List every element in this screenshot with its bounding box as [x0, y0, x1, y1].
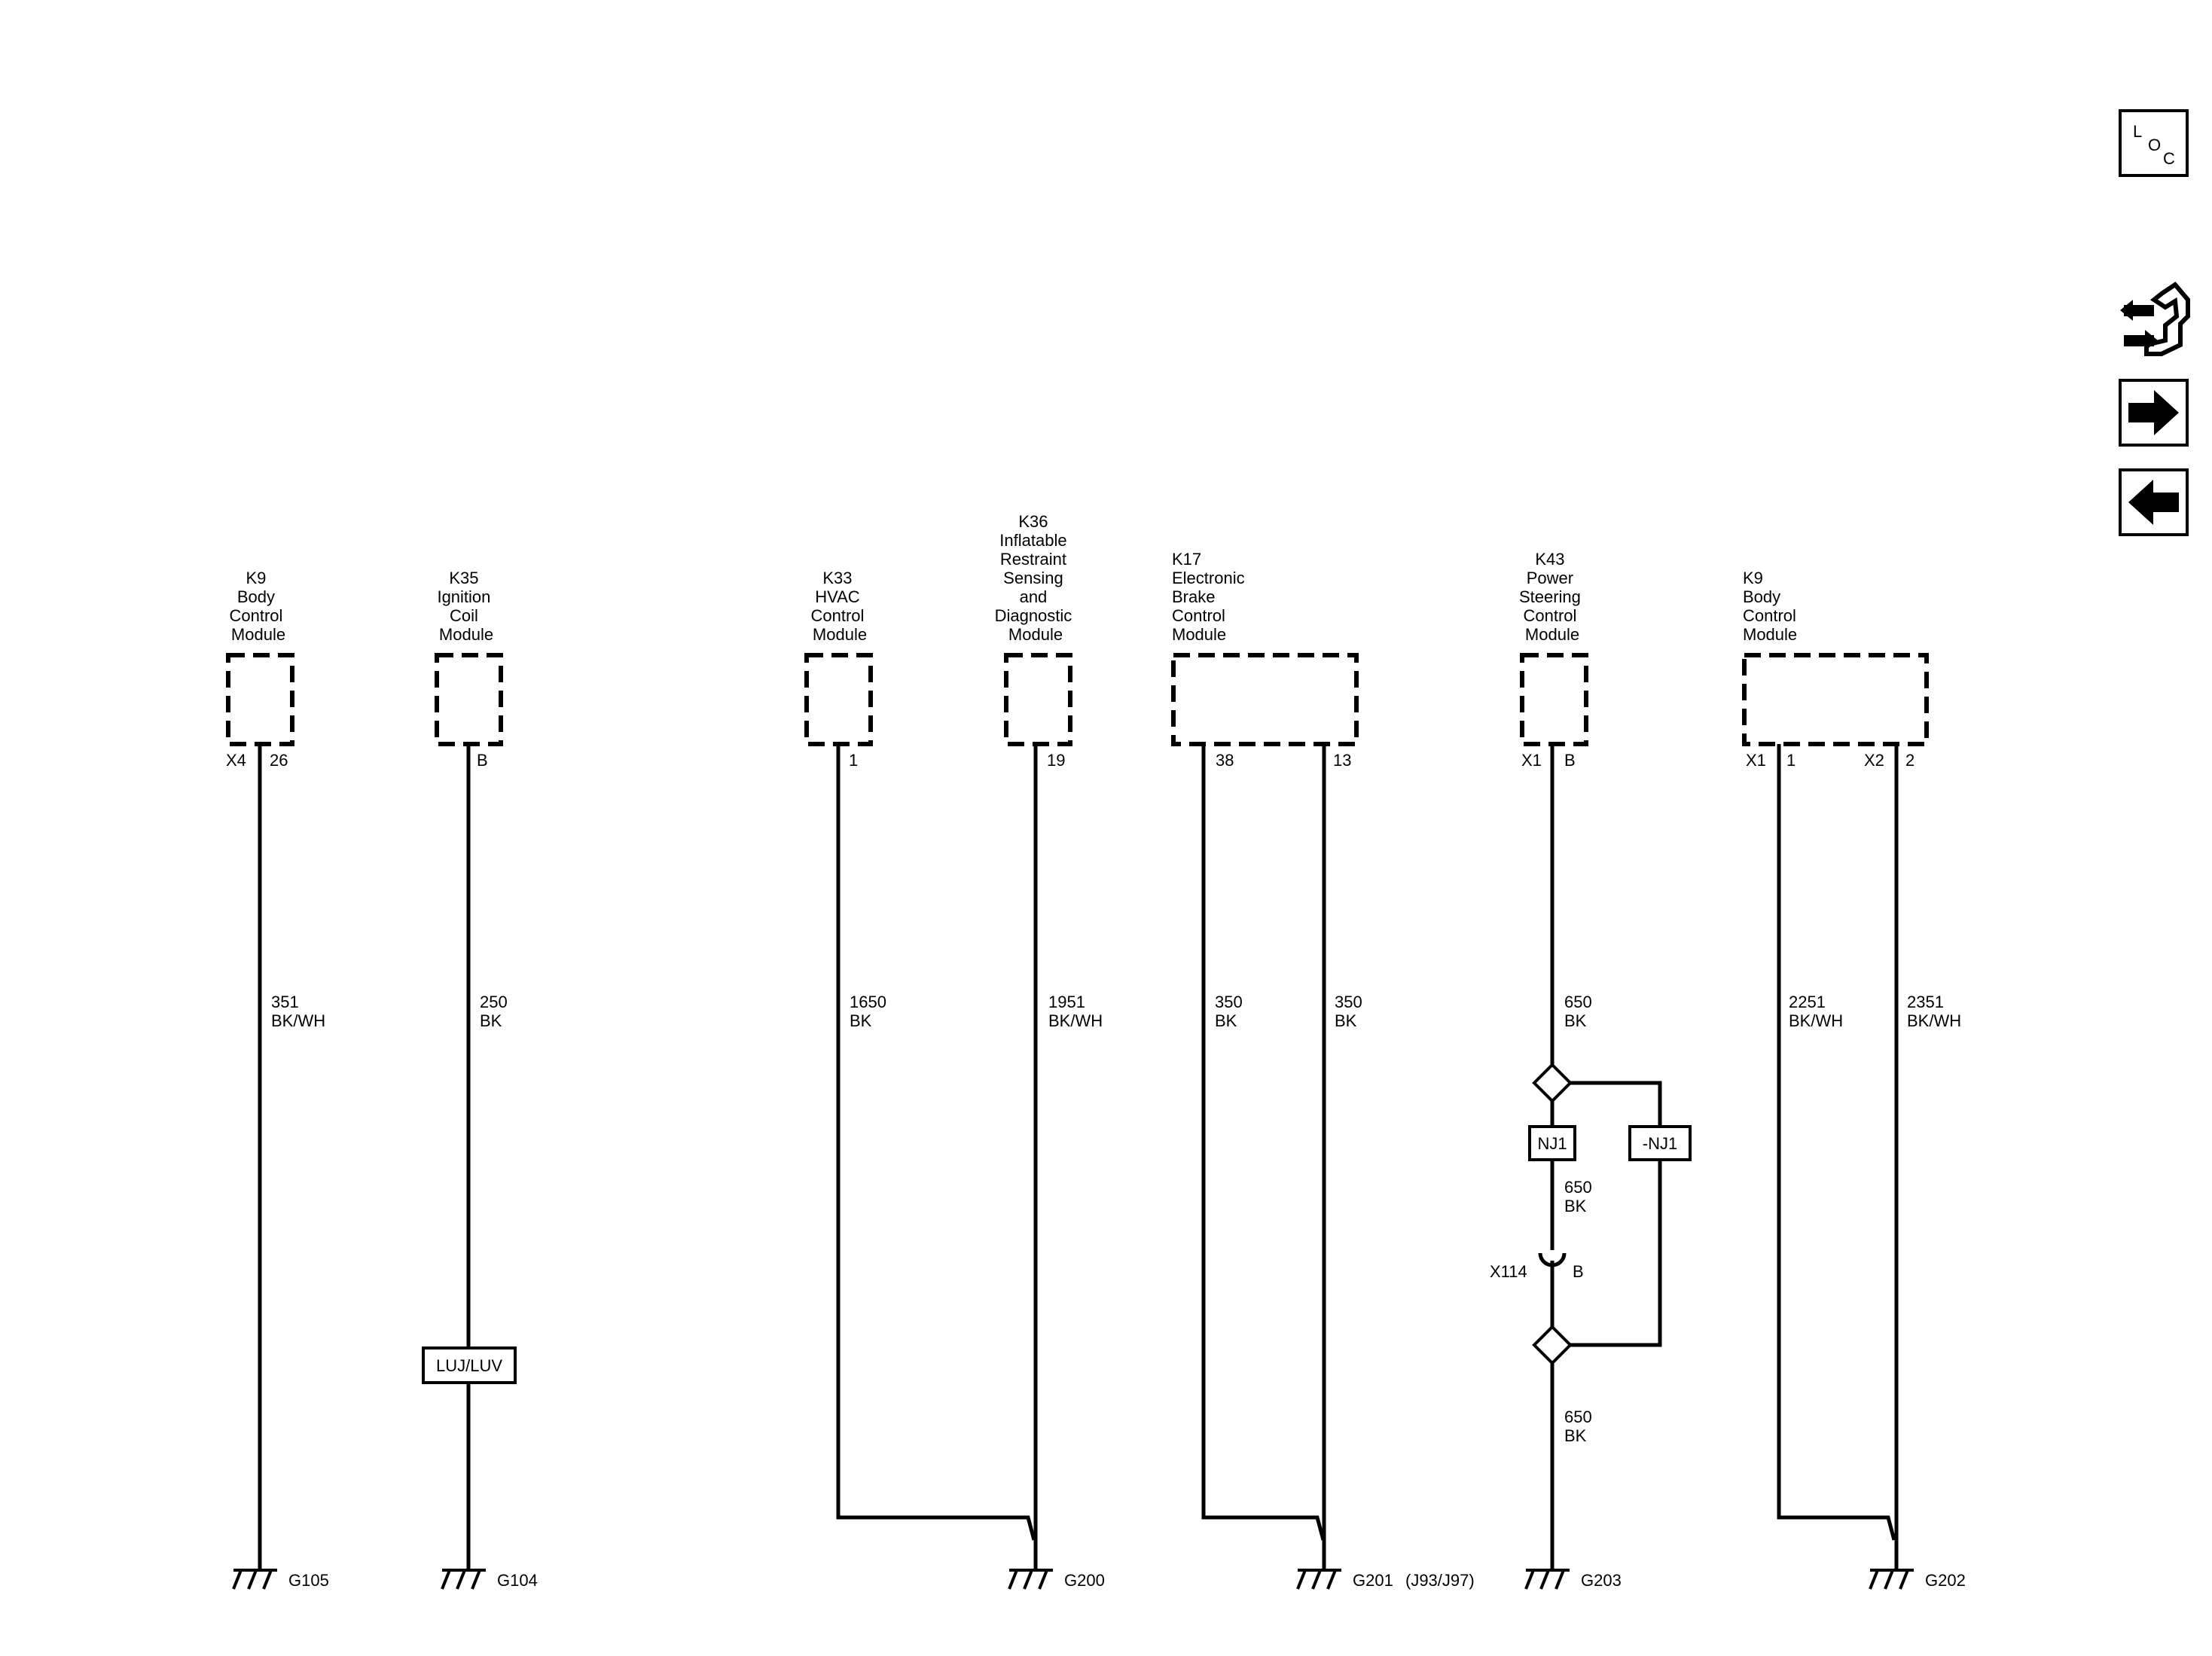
wire-350-pin38 — [1201, 744, 1326, 1541]
pin-k35: B — [477, 751, 488, 770]
module-k9-right-label: K9 Body Control Module — [1743, 569, 1801, 644]
svg-text:C: C — [2163, 149, 2175, 168]
ground-label-g105: G105 — [288, 1571, 329, 1590]
pin-k43-connector: X1 — [1521, 751, 1542, 770]
ground-label-g201-note: (J93/J97) — [1405, 1571, 1475, 1590]
ground-symbol-g104 — [441, 1569, 486, 1590]
ground-symbol-g203 — [1524, 1569, 1570, 1590]
pin-k9-left-number: 26 — [270, 751, 288, 770]
option-box-not-nj1 — [1628, 1125, 1692, 1161]
ground-label-g203: G203 — [1581, 1571, 1622, 1590]
inline-connector-x114-name: X114 — [1490, 1262, 1527, 1281]
ground-label-g200: G200 — [1064, 1571, 1105, 1590]
wire-2251 — [1777, 744, 1896, 1541]
module-k43-label: K43 Power Steering Control Module — [1519, 550, 1585, 644]
pin-k9-right-connector-2: X2 — [1864, 751, 1884, 770]
wire-not-nj1-lower — [1570, 1160, 1662, 1347]
module-k33-box — [804, 653, 873, 746]
module-k9-right-box — [1742, 653, 1929, 746]
module-k35-box — [435, 653, 503, 746]
module-k9-left-label: K9 Body Control Module — [229, 569, 287, 644]
module-k35-label: K35 Ignition Coil Module — [437, 569, 495, 644]
location-icon[interactable]: L O C — [2119, 109, 2189, 177]
pin-k9-right-connector-1: X1 — [1746, 751, 1766, 770]
pin-k17-38: 38 — [1216, 751, 1234, 770]
option-box-nj1 — [1528, 1125, 1576, 1161]
inline-connector-x114-pin-label: B — [1573, 1262, 1584, 1281]
pin-k9-right-number-2: 2 — [1905, 751, 1915, 770]
inline-connector-x114-symbol — [1538, 1252, 1567, 1267]
option-label-luj-luv: LUJ/LUV — [436, 1356, 502, 1375]
module-k43-box — [1520, 653, 1588, 746]
pin-k9-left-connector: X4 — [226, 751, 246, 770]
connector-end-view-icon[interactable] — [2120, 282, 2190, 356]
module-k17-box — [1171, 653, 1359, 746]
ground-symbol-g201 — [1296, 1569, 1341, 1590]
option-label-not-nj1: -NJ1 — [1643, 1134, 1677, 1153]
ground-symbol-g202 — [1869, 1569, 1914, 1590]
module-k36-label: K36 Inflatable Restraint Sensing and Dia… — [995, 512, 1077, 644]
ground-label-g202: G202 — [1925, 1571, 1966, 1590]
pin-k43-number: B — [1564, 751, 1576, 770]
ground-symbol-g105 — [232, 1569, 277, 1590]
module-k36-box — [1004, 653, 1072, 746]
splice-upper — [1532, 1063, 1573, 1103]
pin-k9-right-number-1: 1 — [1786, 751, 1796, 770]
pin-k33: 1 — [849, 751, 858, 770]
module-k9-left-box — [226, 653, 294, 746]
ground-symbol-g200 — [1008, 1569, 1053, 1590]
arrow-left-icon[interactable] — [2119, 468, 2189, 536]
ground-label-g104: G104 — [497, 1571, 538, 1590]
ground-label-g201: G201 — [1353, 1571, 1393, 1590]
wire-1650 — [836, 744, 1036, 1541]
option-label-nj1: NJ1 — [1537, 1134, 1567, 1153]
wire-not-nj1-upper — [1570, 1081, 1662, 1127]
arrow-right-icon[interactable] — [2119, 379, 2189, 447]
svg-text:L: L — [2133, 122, 2142, 141]
splice-lower — [1532, 1325, 1573, 1365]
module-k33-label: K33 HVAC Control Module — [810, 569, 868, 644]
svg-text:O: O — [2148, 136, 2161, 154]
module-k17-label: K17 Electronic Brake Control Module — [1172, 550, 1249, 644]
pin-k17-13: 13 — [1333, 751, 1351, 770]
option-box-luj-luv — [422, 1346, 517, 1384]
pin-k36: 19 — [1047, 751, 1065, 770]
